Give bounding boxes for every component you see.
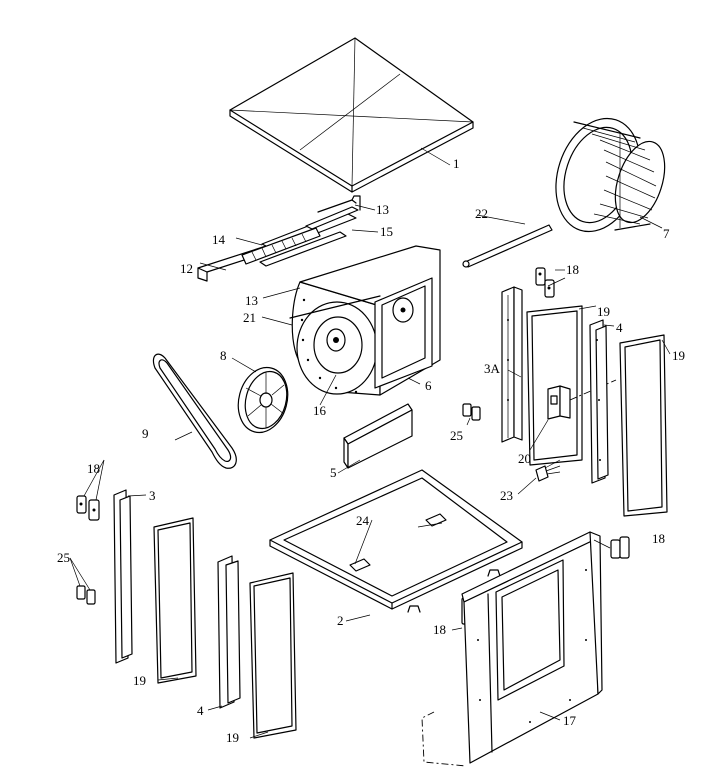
bracket-18-right bbox=[610, 536, 630, 559]
blower-wheel-part bbox=[555, 117, 666, 233]
label-part-9: 9 bbox=[142, 426, 149, 441]
label-part-13-top: 13 bbox=[376, 202, 389, 217]
corner-post-3-left bbox=[113, 489, 133, 664]
label-part-12: 12 bbox=[180, 261, 193, 276]
label-part-3a: 3A bbox=[484, 361, 501, 376]
label-part-18-upper: 18 bbox=[566, 262, 579, 277]
label-part-24: 24 bbox=[356, 513, 370, 528]
leader-lines bbox=[69, 147, 671, 739]
bracket-18-left bbox=[76, 495, 100, 521]
label-part-18-front: 18 bbox=[433, 622, 446, 637]
pulley-part bbox=[237, 366, 289, 434]
label-part-7: 7 bbox=[663, 226, 670, 241]
label-part-14: 14 bbox=[212, 232, 226, 247]
shaft-part bbox=[462, 224, 553, 268]
label-part-18-left: 18 bbox=[87, 461, 100, 476]
bracket-18-upper-right bbox=[535, 267, 555, 298]
cabinet-enclosure-part bbox=[421, 531, 603, 767]
brace-part bbox=[343, 403, 413, 469]
label-part-2: 2 bbox=[337, 613, 344, 628]
label-part-22: 22 bbox=[475, 206, 488, 221]
label-part-19-left-front: 19 bbox=[226, 730, 239, 745]
side-panel-19-left-back bbox=[153, 517, 197, 684]
label-part-4-left: 4 bbox=[197, 703, 204, 718]
label-part-25-mid: 25 bbox=[450, 428, 463, 443]
label-part-21: 21 bbox=[243, 310, 256, 325]
label-part-17: 17 bbox=[563, 713, 577, 728]
label-part-13-bottom: 13 bbox=[245, 293, 258, 308]
label-part-6: 6 bbox=[425, 378, 432, 393]
bracket-25-mid bbox=[462, 403, 481, 421]
label-part-18-right: 18 bbox=[652, 531, 665, 546]
bearing-rail-assembly bbox=[197, 195, 361, 282]
part-number-labels: 1 22 7 13 14 15 12 13 18 21 19 4 8 19 3A… bbox=[57, 156, 685, 745]
side-panel-19-upper bbox=[526, 305, 583, 466]
side-panel-19-far-right bbox=[619, 334, 668, 517]
top-panel-part bbox=[229, 37, 474, 193]
corner-post-3a bbox=[501, 286, 523, 443]
label-part-1: 1 bbox=[453, 156, 460, 171]
label-part-4-right: 4 bbox=[616, 320, 623, 335]
label-part-5: 5 bbox=[330, 465, 337, 480]
upright-4-right bbox=[589, 319, 609, 484]
label-part-23: 23 bbox=[500, 488, 513, 503]
label-part-8: 8 bbox=[220, 348, 227, 363]
blower-housing-part bbox=[289, 245, 441, 396]
belt-part bbox=[152, 353, 237, 469]
label-part-16: 16 bbox=[313, 403, 327, 418]
label-part-19-upper: 19 bbox=[597, 304, 610, 319]
label-part-25-left: 25 bbox=[57, 550, 70, 565]
upright-4-left bbox=[217, 555, 241, 709]
label-part-19-far-right: 19 bbox=[672, 348, 685, 363]
label-part-19-left-back: 19 bbox=[133, 673, 146, 688]
sensor-part bbox=[535, 459, 561, 482]
label-part-20: 20 bbox=[518, 451, 531, 466]
base-pan-part bbox=[269, 469, 523, 613]
bracket-25-left bbox=[76, 585, 96, 605]
side-panel-19-left-front bbox=[249, 572, 297, 739]
label-part-15: 15 bbox=[380, 224, 393, 239]
label-part-3: 3 bbox=[149, 488, 156, 503]
